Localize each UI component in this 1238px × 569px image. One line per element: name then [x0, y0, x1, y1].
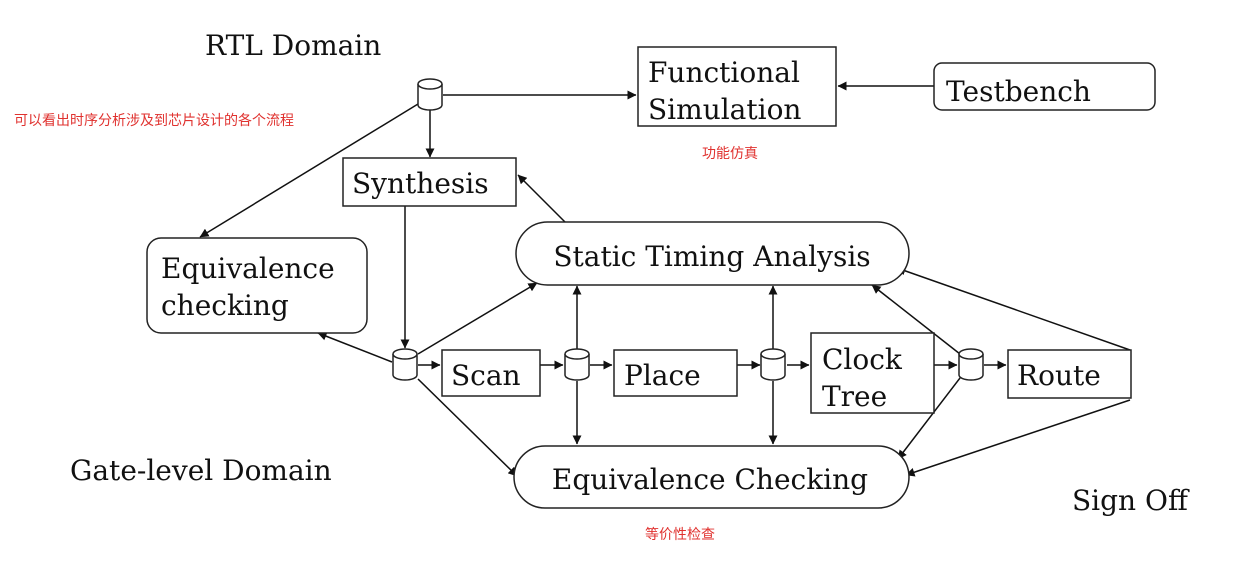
clock-tree-line2: Tree [822, 380, 887, 413]
edge-gatedb-to-equiv-bottom [417, 378, 518, 477]
equivalence-checking-left-line1: Equivalence [161, 252, 335, 285]
edge-route-to-equiv [905, 399, 1131, 477]
route-label: Route [1017, 359, 1101, 392]
functional-simulation-note: 功能仿真 [702, 146, 758, 162]
place-database-icon [760, 348, 786, 381]
scan-database-icon [564, 348, 590, 381]
edges [199, 81, 1131, 477]
functional-simulation-line1: Functional [648, 56, 800, 89]
edge-gatedb-to-sta [417, 282, 538, 355]
testbench-label: Testbench [946, 75, 1091, 108]
clock-tree-box: Clock Tree [810, 332, 935, 414]
place-box: Place [613, 349, 738, 397]
static-timing-analysis-label: Static Timing Analysis [553, 240, 870, 273]
rtl-database-icon [417, 78, 443, 111]
static-timing-analysis-node: Static Timing Analysis [515, 221, 910, 286]
equivalence-checking-bottom-label: Equivalence Checking [552, 463, 868, 496]
functional-simulation-box: Functional Simulation [637, 46, 837, 127]
edge-rtl-to-equiv-left [199, 103, 419, 238]
testbench-box: Testbench [933, 62, 1156, 111]
synthesis-box: Synthesis [342, 157, 517, 207]
equivalence-checking-bottom-node: Equivalence Checking [513, 445, 910, 509]
edge-route-to-sta [896, 266, 1131, 351]
edge-gatedb-to-equiv-left [317, 331, 393, 363]
clock-tree-database-icon [958, 348, 984, 381]
place-label: Place [624, 359, 701, 392]
clock-tree-line1: Clock [822, 343, 903, 376]
scan-label: Scan [451, 359, 521, 392]
scan-box: Scan [441, 349, 541, 397]
equivalence-checking-left-box: Equivalence checking [146, 237, 368, 334]
route-box: Route [1007, 349, 1132, 399]
functional-simulation-line2: Simulation [648, 93, 801, 126]
flow-note: 可以看出时序分析涉及到芯片设计的各个流程 [14, 113, 294, 129]
sign-off-label: Sign Off [1072, 484, 1190, 517]
edge-db4-to-sta [871, 284, 961, 355]
rtl-domain-label: RTL Domain [205, 29, 381, 62]
equivalence-checking-left-line2: checking [161, 289, 289, 322]
edge-sta-to-synthesis [517, 174, 566, 223]
gate-database-icon [392, 348, 418, 381]
equivalence-note: 等价性检查 [645, 526, 715, 543]
edge-db4-to-equiv [897, 377, 961, 460]
synthesis-label: Synthesis [352, 167, 489, 200]
gate-level-domain-label: Gate-level Domain [70, 454, 332, 487]
